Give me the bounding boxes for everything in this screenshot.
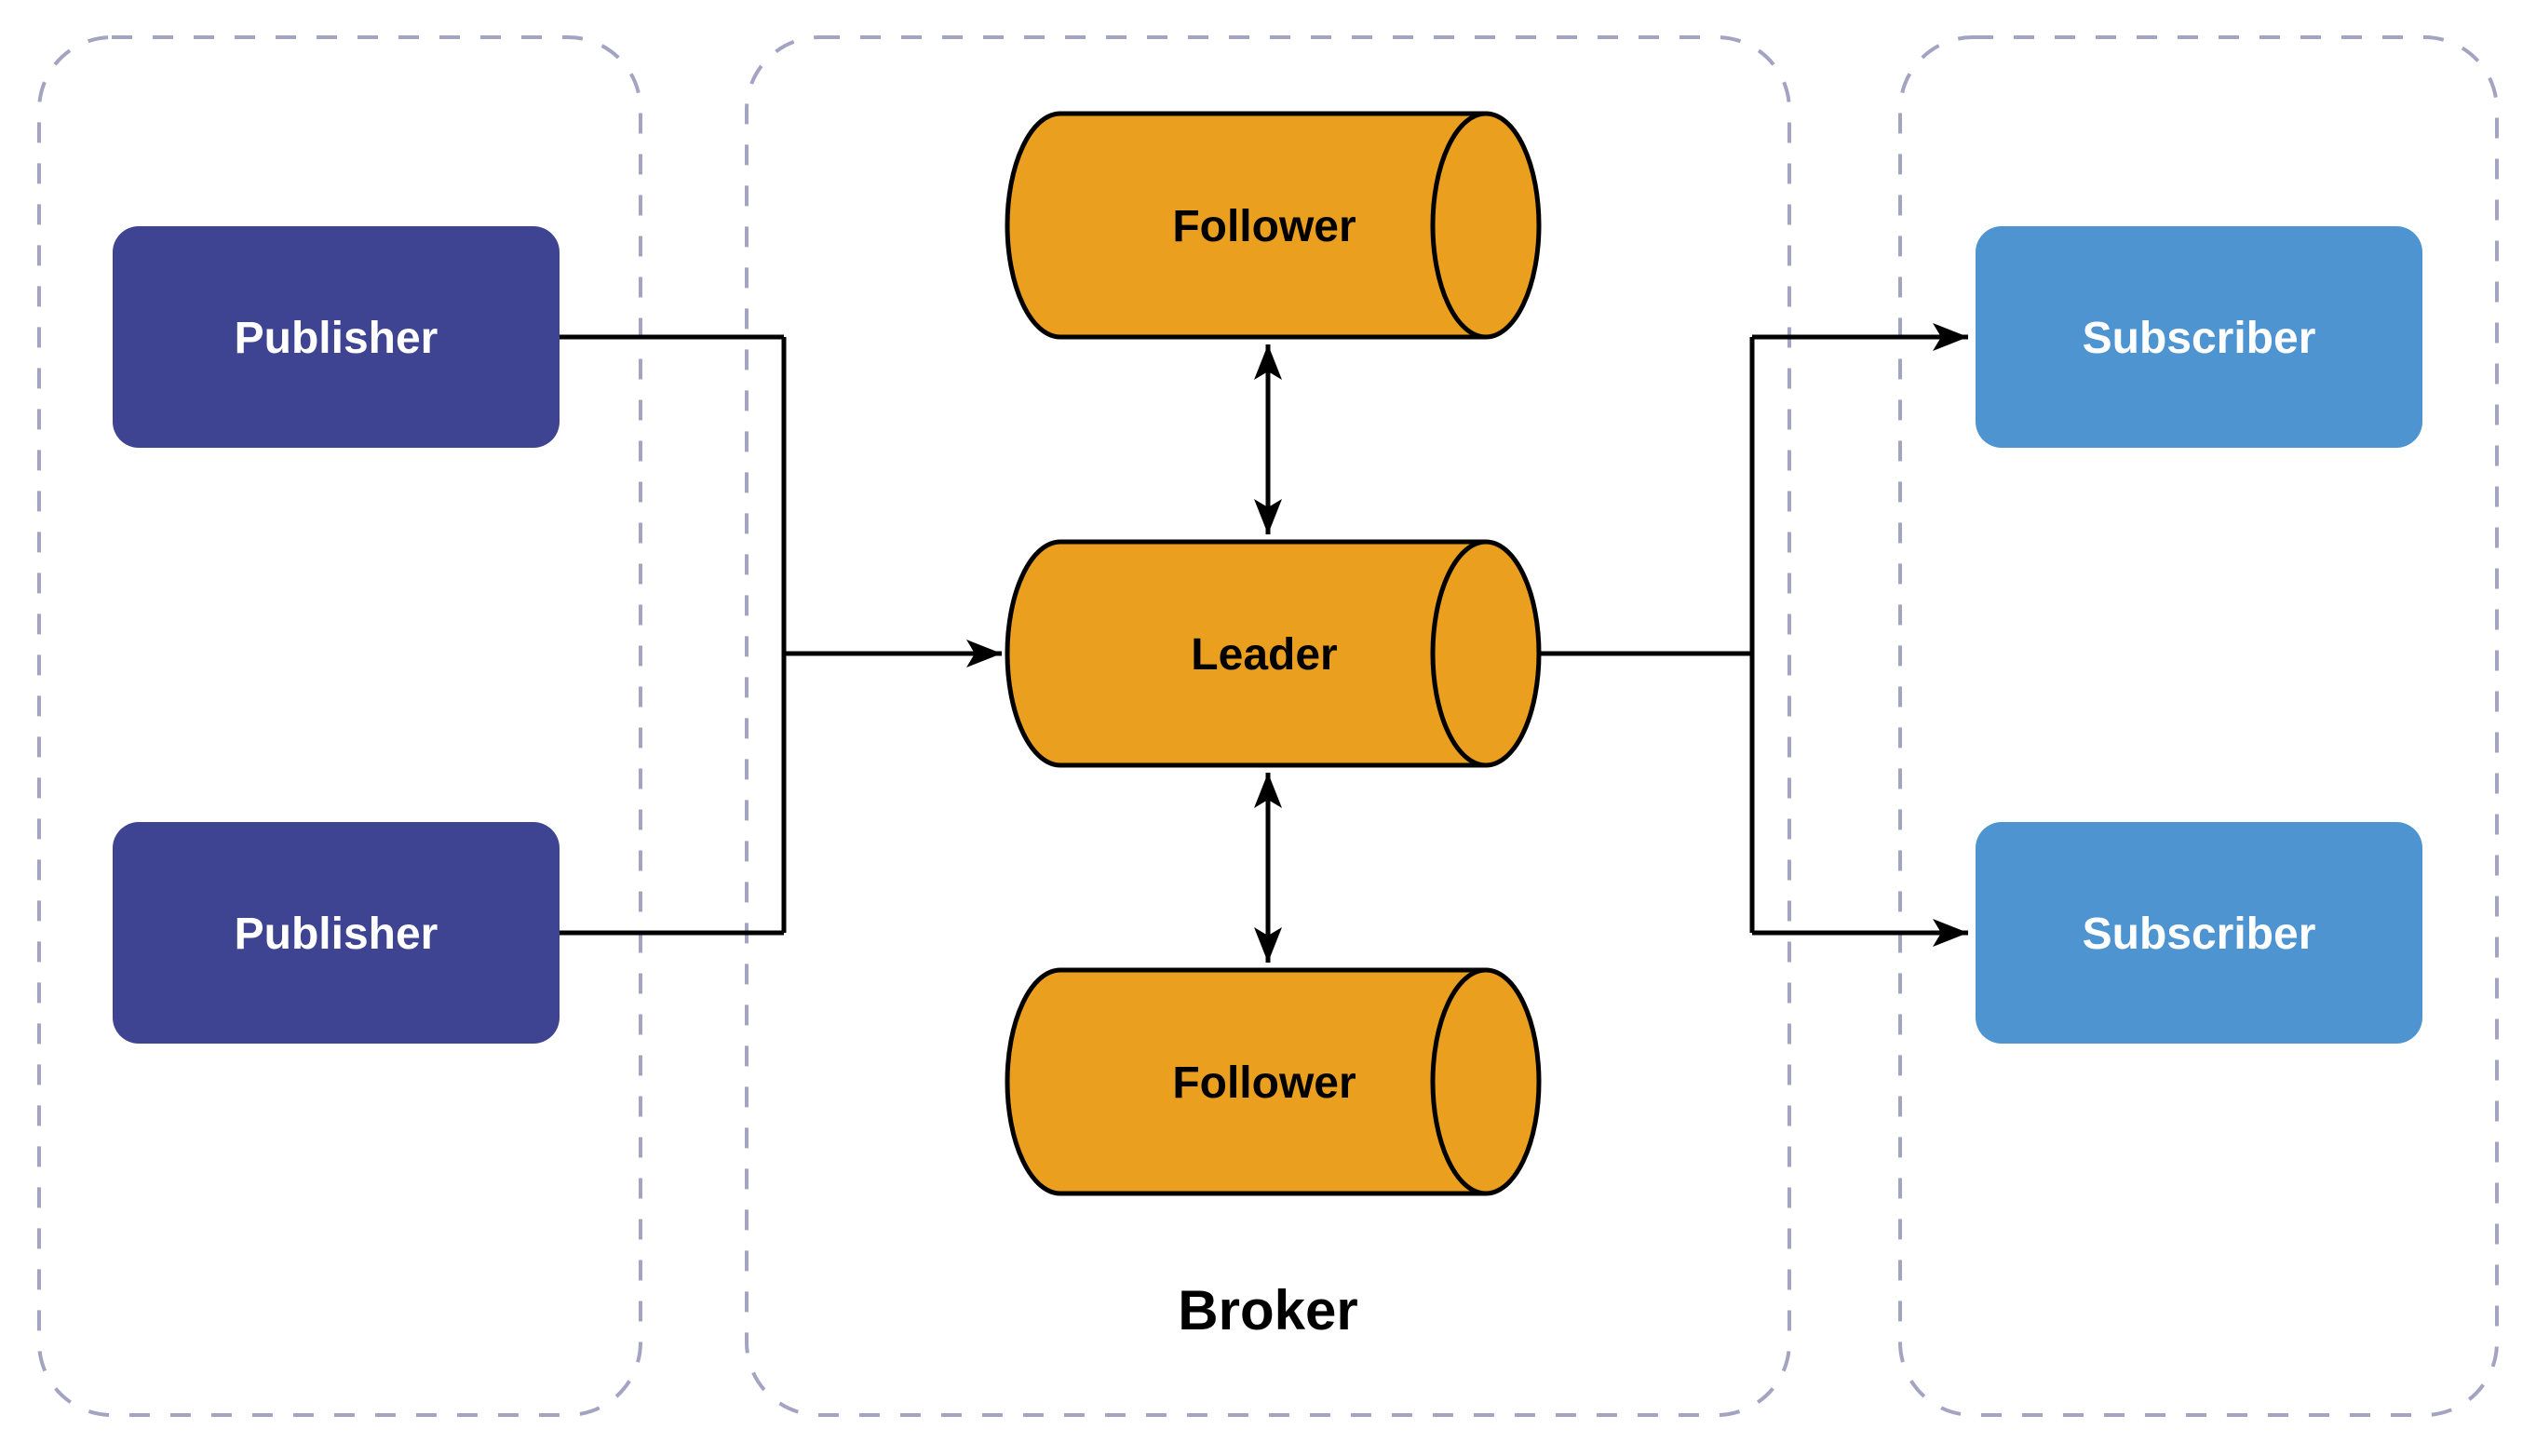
- subscriber-top-box: [1976, 226, 2422, 448]
- follower-top-label: Follower: [1172, 202, 1356, 251]
- subscriber-bottom-box: [1976, 822, 2422, 1044]
- follower-top-node: Follower: [1005, 111, 1542, 340]
- subscriber-bottom-label: Subscriber: [2083, 910, 2316, 959]
- broker-lane-border: [745, 35, 1791, 1417]
- leader-cylinder-cap-edge: [1430, 539, 1487, 768]
- leader-node: Leader: [1005, 539, 1542, 768]
- follower-top-cylinder-cap-edge: [1430, 111, 1487, 340]
- follower-bottom-label: Follower: [1172, 1058, 1356, 1108]
- publisher-top-node: Publisher: [113, 226, 560, 448]
- subscriber-top-node: Subscriber: [1976, 226, 2422, 448]
- publisher-bottom-box: [113, 822, 560, 1044]
- follower-bottom-cylinder-cap-edge: [1430, 967, 1487, 1196]
- publisher-top-label: Publisher: [235, 314, 438, 363]
- publisher-bottom-label: Publisher: [235, 910, 438, 959]
- broker-lane-label: Broker: [1178, 1279, 1357, 1341]
- subscriber-top-label: Subscriber: [2083, 314, 2316, 363]
- subscriber-bottom-node: Subscriber: [1976, 822, 2422, 1044]
- follower-bottom-node: Follower: [1005, 967, 1542, 1196]
- subscribers-lane-border: [1898, 35, 2499, 1417]
- publisher-top-box: [113, 226, 560, 448]
- publishers-lane-border: [37, 35, 642, 1417]
- publisher-bottom-node: Publisher: [113, 822, 560, 1044]
- leader-label: Leader: [1191, 630, 1337, 680]
